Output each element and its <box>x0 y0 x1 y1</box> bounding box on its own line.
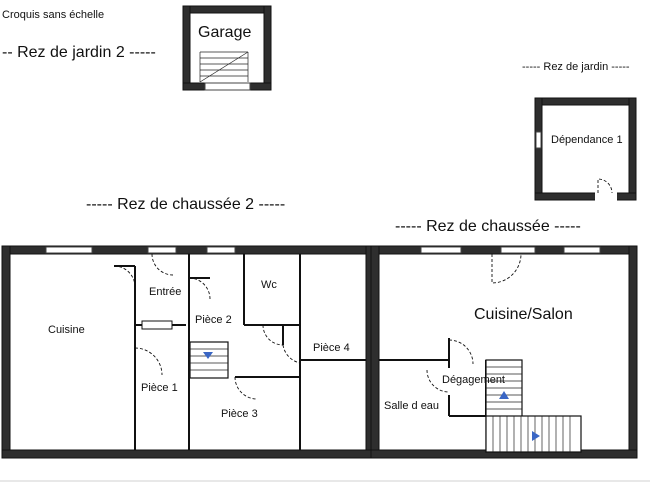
window-salon-2 <box>500 246 536 254</box>
room-label-cuisine-salon: Cuisine/Salon <box>474 306 573 323</box>
garage-door-hatch <box>199 51 249 83</box>
window-salon-1 <box>420 246 462 254</box>
door-swing-piece2 <box>188 277 211 300</box>
level-title-rez-de-jardin: ----- Rez de jardin ----- <box>522 61 630 73</box>
room-label-cuisine: Cuisine <box>48 324 85 336</box>
door-swing-degagement <box>448 339 474 365</box>
level-title-rez-de-chaussee-2: ----- Rez de chaussée 2 ----- <box>86 196 285 213</box>
room-label-garage: Garage <box>198 24 251 41</box>
window-cuisine <box>45 246 93 254</box>
door-swing-wc <box>262 324 284 346</box>
room-label-piece1: Pièce 1 <box>141 382 178 394</box>
room-label-piece2: Pièce 2 <box>195 314 232 326</box>
room-label-wc: Wc <box>261 279 277 291</box>
room-label-dependance: Dépendance 1 <box>551 134 623 146</box>
room-label-piece3: Pièce 3 <box>221 408 258 420</box>
stair-arrow-right-icon <box>532 431 540 441</box>
window-salon-3 <box>563 246 601 254</box>
garage-door-opening <box>204 82 251 91</box>
room-label-piece4: Pièce 4 <box>313 342 350 354</box>
dependance-door-opening <box>595 192 617 201</box>
room-label-degagement: Dégagement <box>442 374 505 386</box>
level-title-rez-de-jardin-2: -- Rez de jardin 2 ----- <box>2 44 156 61</box>
door-swing-cuisine-entree <box>113 265 136 288</box>
dependance-door-swing <box>597 178 613 194</box>
door-swing-salon <box>491 253 522 284</box>
room-label-salle-deau: Salle d eau <box>384 400 439 412</box>
door-swing-piece4 <box>282 344 301 364</box>
window-piece2 <box>206 246 236 254</box>
door-swing-piece3 <box>234 376 258 400</box>
stair-rdc2 <box>189 341 229 379</box>
stair-rdc <box>485 359 582 453</box>
caption-text: Croquis sans échelle <box>2 9 104 21</box>
door-piece1-piece2 <box>141 320 173 330</box>
building-rez-de-chaussee: Cuisine/Salon Dégagement Salle d eau <box>370 245 638 459</box>
window-entree <box>147 246 177 254</box>
door-swing-piece1 <box>134 347 163 376</box>
building-rez-de-chaussee-2: Cuisine Entrée Wc Pièce 2 Pièce 4 Pièce … <box>1 245 375 459</box>
room-label-entree: Entrée <box>149 286 181 298</box>
door-swing-salle-deau <box>426 369 450 393</box>
dependance-building: Dépendance 1 <box>534 97 637 201</box>
door-swing-entree <box>151 253 174 276</box>
level-title-rez-de-chaussee: ----- Rez de chaussée ----- <box>395 218 581 235</box>
stair-arrow-down-icon <box>203 352 213 359</box>
dependance-window <box>535 131 542 149</box>
garage-building: Garage <box>182 5 272 91</box>
stair-arrow-up-icon <box>499 391 509 399</box>
